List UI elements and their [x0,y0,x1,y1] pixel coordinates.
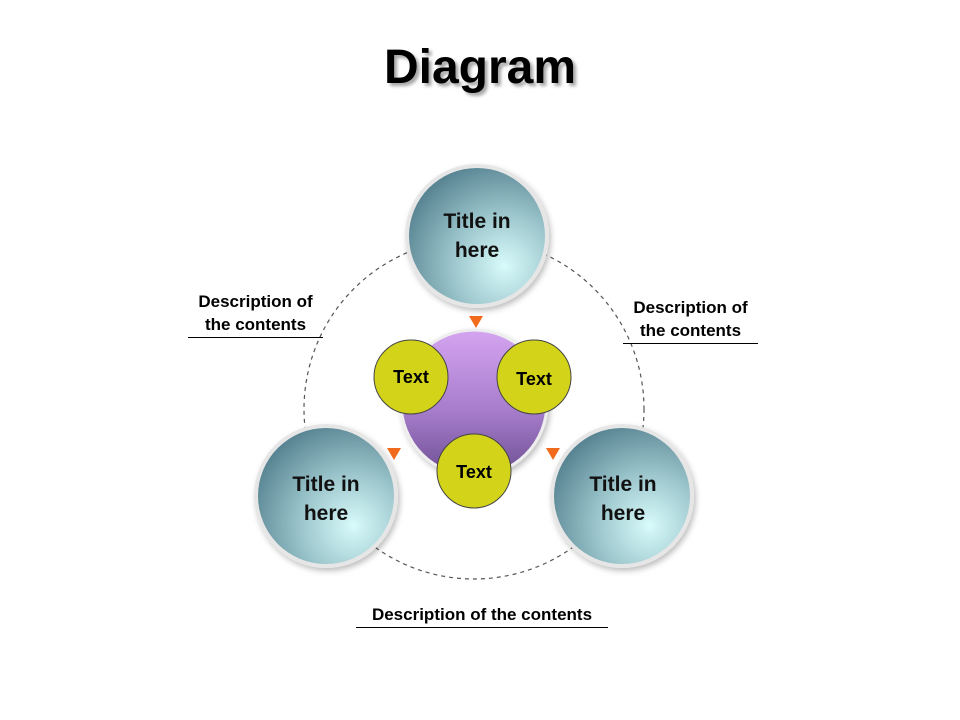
description-left-underline [188,337,323,338]
inner-circle-right-label: Text [516,369,552,389]
arrow-icon-right [546,448,560,460]
description-right: Description of the contents [623,296,758,344]
inner-circle-left-label: Text [393,367,429,387]
description-right-underline [623,343,758,344]
inner-circle-left [373,339,449,415]
description-left: Description of the contents [188,290,323,338]
outer-circle-right-label: Title in here [589,473,657,525]
inner-circle-bottom [436,433,512,509]
outer-circle-top [405,164,549,308]
outer-circle-top-label: Title in here [443,210,511,262]
inner-circle-right [496,339,572,415]
page-title: Diagram [383,41,577,94]
inner-circle-bottom-label: Text [456,462,492,482]
description-bottom-underline [356,627,608,628]
outer-circle-left [254,424,398,568]
description-bottom: Description of the contents [356,603,608,628]
arrow-icon-left [387,448,401,460]
outer-circle-left-label: Title in here [292,473,360,525]
outer-circle-right [550,424,694,568]
arrow-icon-top [469,316,483,328]
